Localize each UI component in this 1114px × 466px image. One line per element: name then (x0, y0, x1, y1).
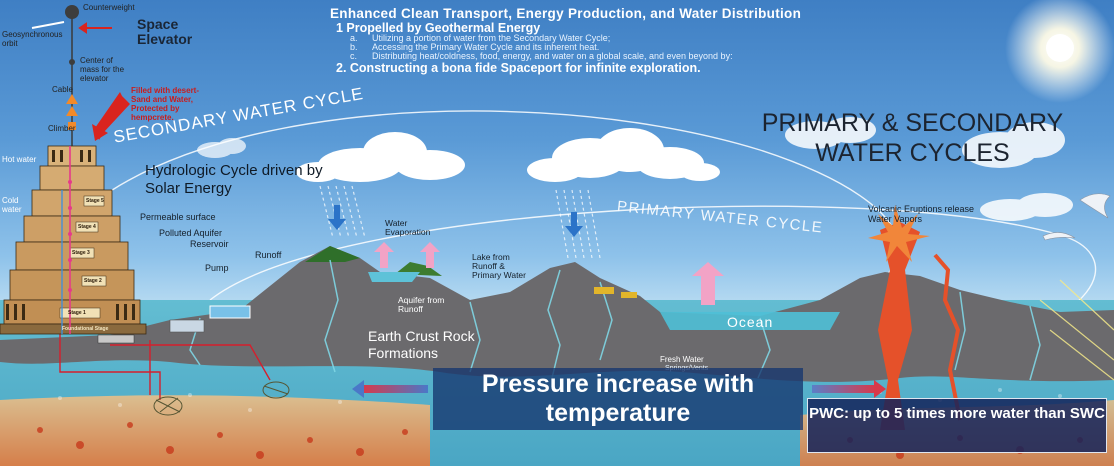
ocean-label: Ocean (727, 314, 774, 330)
cold-water-label: Cold water (2, 196, 22, 214)
hydrologic-label: Hydrologic Cycle driven by Solar Energy (145, 162, 323, 197)
permeable-surface-label: Permeable surface (140, 212, 216, 222)
tower-stage-label: Stage 1 (68, 310, 86, 316)
aquifer-label: Aquifer from Runoff (398, 295, 445, 314)
rain-down-arrow-icon (328, 205, 583, 237)
tower-stage-label: Stage 3 (72, 250, 90, 256)
header-point-2: 2. Constructing a bona fide Spaceport fo… (336, 61, 701, 75)
header-subitem: b.Accessing the Primary Water Cycle and … (350, 42, 600, 52)
tower-stage-label: Stage 5 (86, 198, 104, 204)
pressure-left-arrow-icon (352, 380, 428, 398)
counterweight-icon (65, 5, 79, 19)
vehicle-icon (594, 287, 637, 298)
header-subitem: a.Utilizing a portion of water from the … (350, 33, 611, 43)
earth-crust-label: Earth Crust Rock Formations (368, 328, 475, 361)
header-title: Enhanced Clean Transport, Energy Product… (330, 6, 802, 21)
lake-label: Lake from Runoff & Primary Water (472, 252, 526, 280)
polluted-aquifer-label: Polluted Aquifer (159, 228, 223, 238)
climber-icon (68, 122, 76, 130)
header-point-1: 1 Propelled by Geothermal Energy (336, 21, 541, 35)
pump-house (169, 319, 205, 333)
header-subitem: c.Distributing heat/coldness, food, ener… (350, 51, 733, 61)
pressure-right-arrow-icon (812, 380, 886, 398)
earth-crust (0, 246, 1114, 382)
runoff-label: Runoff (255, 250, 282, 260)
seagull-icon (1042, 193, 1111, 241)
evaporation-up-arrow-icon (374, 242, 724, 305)
cable-label: Cable (52, 85, 73, 94)
cloud-icon (785, 117, 1073, 221)
pwc-note-banner: PWC: up to 5 times more water than SWC (807, 398, 1107, 453)
cloud-icon (296, 132, 465, 182)
volcanic-label: Volcanic Eruptions release Water Vapors (868, 204, 975, 224)
main-title: PRIMARY & SECONDARY WATER CYCLES (761, 109, 1064, 167)
pressure-banner: Pressure increase with temperature (433, 368, 803, 430)
tower-stage-label: Stage 2 (84, 278, 102, 284)
volcano-eruption-icon (868, 205, 930, 262)
climber-label: Climber (48, 124, 76, 133)
water-evaporation-label: Water Evaporation (385, 218, 431, 237)
pump-label: Pump (205, 263, 229, 273)
tower-stage-label: Stage 4 (78, 224, 96, 230)
reservoir (209, 305, 251, 319)
elevator-tower (0, 145, 147, 335)
space-elevator-title: Space Elevator (137, 16, 193, 47)
hot-water-label: Hot water (2, 155, 37, 164)
reservoir-label: Reservoir (190, 239, 229, 249)
drill-icon (153, 381, 290, 416)
tower-base-label: Foundational Stage (62, 326, 109, 332)
cloud-icon (527, 128, 720, 182)
fill-note-arrow-icon (92, 92, 130, 141)
geosync-label: Geosynchronous orbit (2, 30, 63, 48)
center-of-mass-label: Center of mass for the elevator (80, 56, 125, 83)
counterweight-label: Counterweight (83, 3, 135, 12)
fill-note: Filled with desert-Sand and Water, Prote… (131, 86, 200, 122)
fresh-water-label: Fresh Water (660, 355, 704, 364)
